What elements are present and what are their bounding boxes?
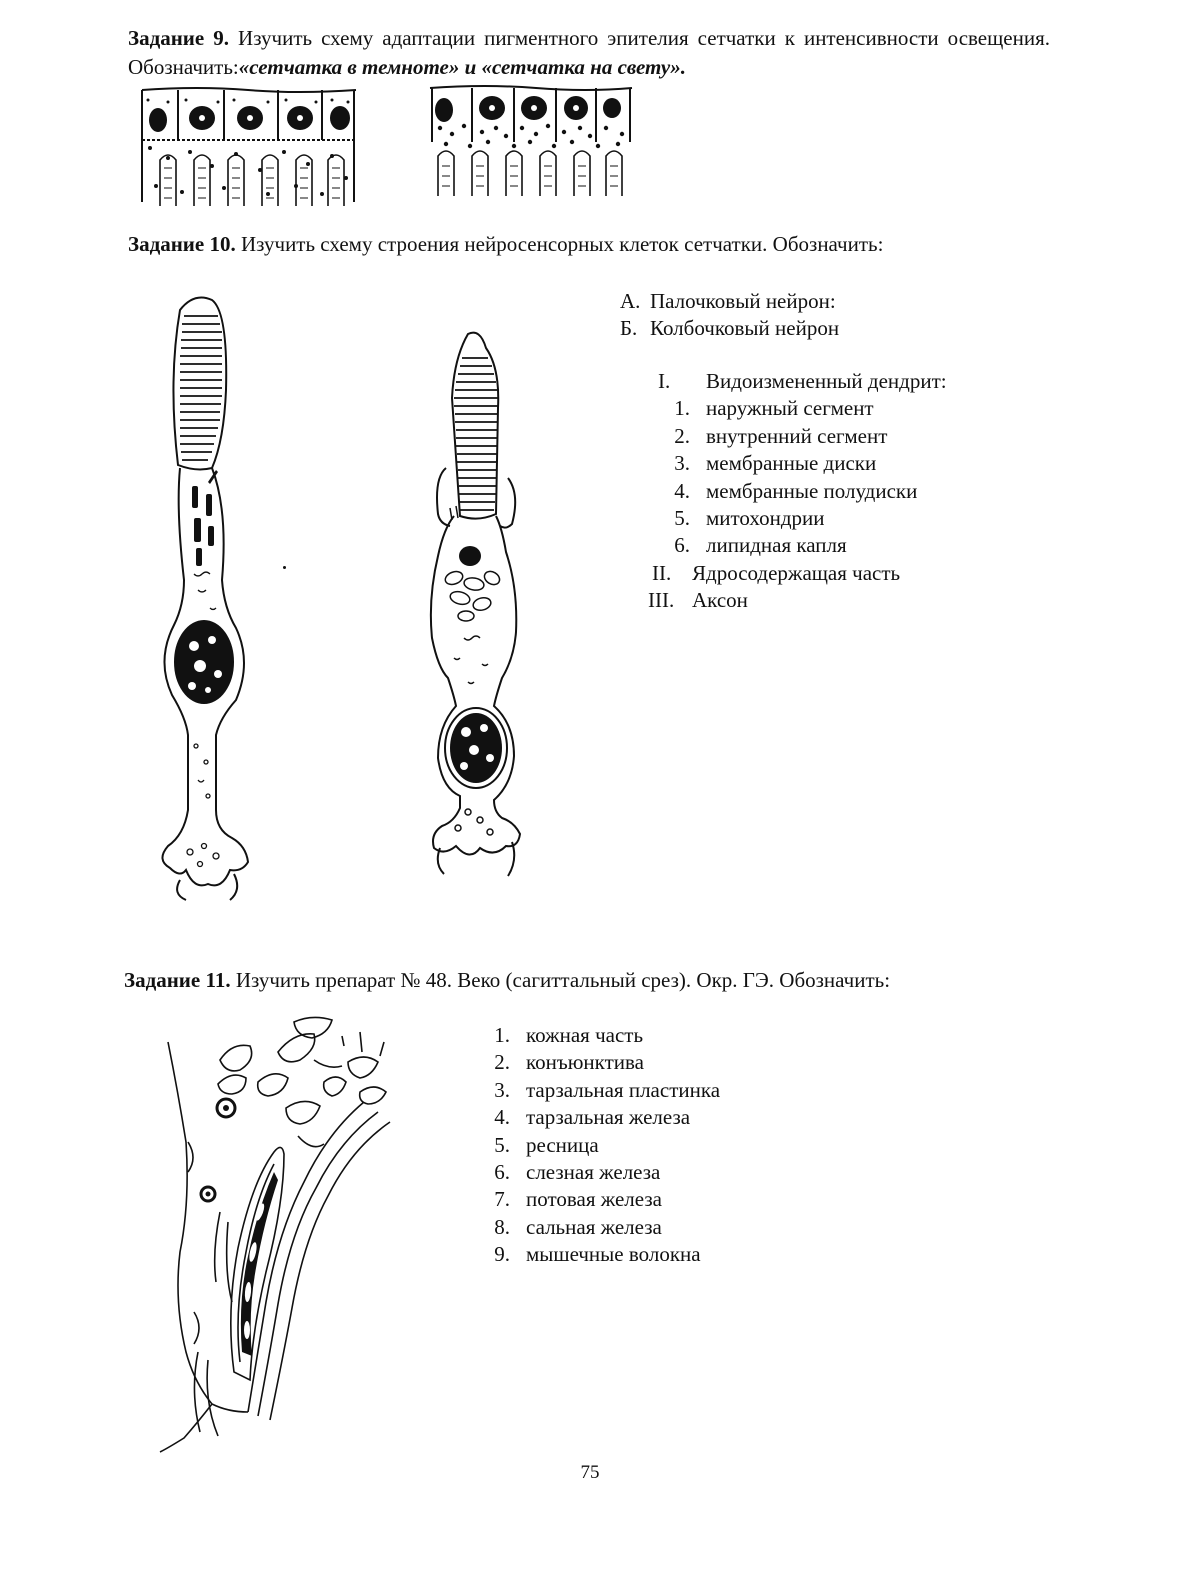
task11-paragraph: Задание 11. Изучить препарат № 48. Веко … (124, 966, 1046, 995)
part-text: наружный сегмент (706, 395, 874, 422)
retina-dark-figure (138, 82, 360, 210)
part-num: 1. (646, 395, 690, 422)
part-num: III. (648, 587, 692, 614)
part-text: Ядросодержащая часть (692, 560, 900, 587)
item-text: конъюнктива (526, 1049, 644, 1076)
task11-text: Изучить препарат № 48. Веко (сагиттальны… (231, 968, 890, 992)
part-num: 6. (646, 532, 690, 559)
part-text: митохондрии (706, 505, 825, 532)
task10-text: Изучить схему строения нейросенсорных кл… (236, 232, 884, 256)
item-text: потовая железа (526, 1186, 662, 1213)
item-num: 3. (486, 1077, 510, 1104)
part-text: внутренний сегмент (706, 423, 887, 450)
eyelid-legend-item: 5. ресница (486, 1132, 886, 1159)
item-num: 4. (486, 1104, 510, 1131)
eyelid-legend: 1. кожная часть 2. конъюнктива 3. тарзальна… (486, 1022, 886, 1269)
eyelid-legend-item: 7. потовая железа (486, 1186, 886, 1213)
part-num: 3. (646, 450, 690, 477)
part-num: 2. (646, 423, 690, 450)
part-text: Видоизмененный дендрит: (706, 368, 947, 395)
task9-label: Задание 9. (128, 26, 229, 50)
cell-legend-item: Б.Колбочковый нейрон (620, 315, 1050, 342)
item-num: 1. (486, 1022, 510, 1049)
item-text: тарзальная пластинка (526, 1077, 720, 1104)
cell-key: А. (620, 288, 650, 315)
cell-legend-item: А.Палочковый нейрон: (620, 288, 1050, 315)
cell-text: Колбочковый нейрон (650, 315, 839, 342)
cone-neuron-figure (420, 328, 540, 878)
part-text: липидная капля (706, 532, 847, 559)
item-num: 8. (486, 1214, 510, 1241)
item-text: ресница (526, 1132, 599, 1159)
task9-emphasis: «сетчатка в темноте» и «сетчатка на свет… (239, 55, 686, 79)
parts-legend-item: 1. наружный сегмент (646, 395, 1046, 422)
speck (283, 566, 286, 569)
item-num: 2. (486, 1049, 510, 1076)
retina-light-figure (426, 82, 636, 198)
parts-legend-item: 6. липидная капля (646, 532, 1046, 559)
eyelid-section-figure (128, 1012, 398, 1452)
eyelid-legend-item: 4. тарзальная железа (486, 1104, 886, 1131)
parts-legend-item: 4. мембранные полудиски (646, 478, 1046, 505)
parts-legend: I.Видоизмененный дендрит: 1. наружный сег… (646, 368, 1046, 615)
item-num: 9. (486, 1241, 510, 1268)
item-text: сальная железа (526, 1214, 662, 1241)
cell-legend: А.Палочковый нейрон: Б.Колбочковый нейро… (620, 288, 1050, 343)
task9-paragraph: Задание 9. Изучить схему адаптации пигме… (128, 24, 1050, 82)
item-text: кожная часть (526, 1022, 643, 1049)
item-text: слезная железа (526, 1159, 660, 1186)
item-num: 6. (486, 1159, 510, 1186)
parts-legend-item: 5. митохондрии (646, 505, 1046, 532)
parts-legend-item: 3. мембранные диски (646, 450, 1046, 477)
part-text: Аксон (692, 587, 748, 614)
task10-label: Задание 10. (128, 232, 236, 256)
parts-legend-item: 2. внутренний сегмент (646, 423, 1046, 450)
task10-paragraph: Задание 10. Изучить схему строения нейро… (128, 230, 1050, 259)
eyelid-legend-item: 2. конъюнктива (486, 1049, 886, 1076)
item-text: мышечные волокна (526, 1241, 701, 1268)
part-num: I. (658, 368, 706, 395)
cell-text: Палочковый нейрон: (650, 288, 836, 315)
eyelid-legend-item: 1. кожная часть (486, 1022, 886, 1049)
parts-legend-item: I.Видоизмененный дендрит: (646, 368, 1046, 395)
part-text: мембранные полудиски (706, 478, 917, 505)
part-num: 4. (646, 478, 690, 505)
task11-label: Задание 11. (124, 968, 231, 992)
rod-neuron-figure (150, 290, 270, 900)
eyelid-legend-item: 8. сальная железа (486, 1214, 886, 1241)
eyelid-legend-item: 3. тарзальная пластинка (486, 1077, 886, 1104)
item-text: тарзальная железа (526, 1104, 690, 1131)
eyelid-legend-item: 9. мышечные волокна (486, 1241, 886, 1268)
part-num: II. (652, 560, 692, 587)
part-text: мембранные диски (706, 450, 876, 477)
part-num: 5. (646, 505, 690, 532)
eyelid-legend-item: 6. слезная железа (486, 1159, 886, 1186)
page-number: 75 (0, 1462, 1180, 1484)
item-num: 7. (486, 1186, 510, 1213)
parts-legend-item: III.Аксон (646, 587, 1046, 614)
parts-legend-item: II.Ядросодержащая часть (646, 560, 1046, 587)
cell-key: Б. (620, 315, 650, 342)
item-num: 5. (486, 1132, 510, 1159)
